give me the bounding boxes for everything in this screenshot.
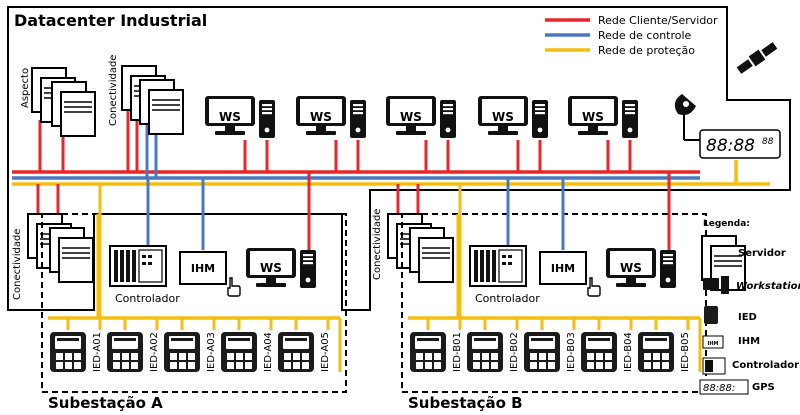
workstation-tower [622,100,638,138]
ihm-label: IHM [191,262,215,275]
legend-ihm-icon [702,335,724,349]
gps-time-display: 88:88 [706,136,755,156]
gps-seconds-display: 88 [762,137,774,147]
workstation-tower [259,100,275,138]
ied-label: IED-A01 [92,332,103,372]
page-title: Datacenter Industrial [14,11,207,30]
legend-label: GPS [752,382,775,393]
ied-label: IED-A03 [206,332,217,372]
legend-title: Legenda: [703,219,750,229]
ied-label: IED-A02 [149,332,160,372]
workstation-label: WS [310,110,332,124]
legend-label: IHM [738,336,760,347]
substation-boundary [401,213,707,393]
legend-gps-icon-text: 88:88: [703,383,735,394]
substation-workstation-tower [660,250,676,288]
legend-ied-icon [704,306,718,324]
ied-device [107,332,143,372]
substation-workstation-label: WS [620,261,642,275]
ihm-label: IHM [551,262,575,275]
network-legend-label: Rede de proteção [598,44,695,57]
controller-device [109,245,167,287]
workstation-label: WS [219,110,241,124]
substation-conectividade-server [409,227,454,283]
ied-device [638,332,674,372]
controller-label: Controlador [475,292,540,305]
hand-pointer-icon [227,277,241,297]
legend-gps-icon [699,379,749,395]
ied-device [524,332,560,372]
ied-label: IED-B05 [680,332,691,372]
substation-workstation-label: WS [260,261,282,275]
legend-ihm-icon-text: IHM [707,341,718,347]
workstation-tower [440,100,456,138]
aspecto-server [51,81,96,137]
ied-device [467,332,503,372]
ied-label: IED-B04 [623,332,634,372]
controller-device [469,245,527,287]
legend-label: IED [738,312,757,323]
substation-title: Subestação A [48,394,163,412]
ied-label: IED-B01 [452,332,463,372]
workstation-label: WS [400,110,422,124]
workstation-label: WS [582,110,604,124]
hand-pointer-icon [587,277,601,297]
substation-title: Subestação B [408,394,523,412]
network-legend-label: Rede de controle [598,29,692,42]
ied-device [50,332,86,372]
ied-label: IED-B02 [509,332,520,372]
conectividade-label: Conectividade [108,55,119,126]
legend-label: Controlador [732,360,799,371]
substation-conectividade-label: Conectividade [12,229,23,300]
ied-device [410,332,446,372]
ied-device [221,332,257,372]
legend-label: Workstation [736,281,800,292]
controller-label: Controlador [115,292,180,305]
ied-device [164,332,200,372]
substation-conectividade-server [49,227,94,283]
legend-controller-icon [705,360,713,372]
ied-label: IED-B03 [566,332,577,372]
substation-boundary [41,213,347,393]
gps-antenna-icon [674,94,696,124]
legend-workstation-icon [721,276,729,294]
legend-workstation-icon [703,278,719,290]
workstation-label: WS [492,110,514,124]
network-legend-label: Rede Cliente/Servidor [598,14,718,27]
satellite-icon [736,42,778,74]
workstation-tower [350,100,366,138]
substation-workstation-tower [300,250,316,288]
datacenter-boundary [7,6,791,311]
aspecto-label: Aspecto [20,68,31,108]
ihm-device [179,251,227,285]
ihm-device [539,251,587,285]
ied-label: IED-A04 [263,332,274,372]
workstation-tower [532,100,548,138]
ied-device [278,332,314,372]
ied-label: IED-A05 [320,332,331,372]
legend-label: Servidor [738,248,786,259]
gps-clock [699,129,781,159]
ied-device [581,332,617,372]
substation-conectividade-label: Conectividade [372,209,383,280]
